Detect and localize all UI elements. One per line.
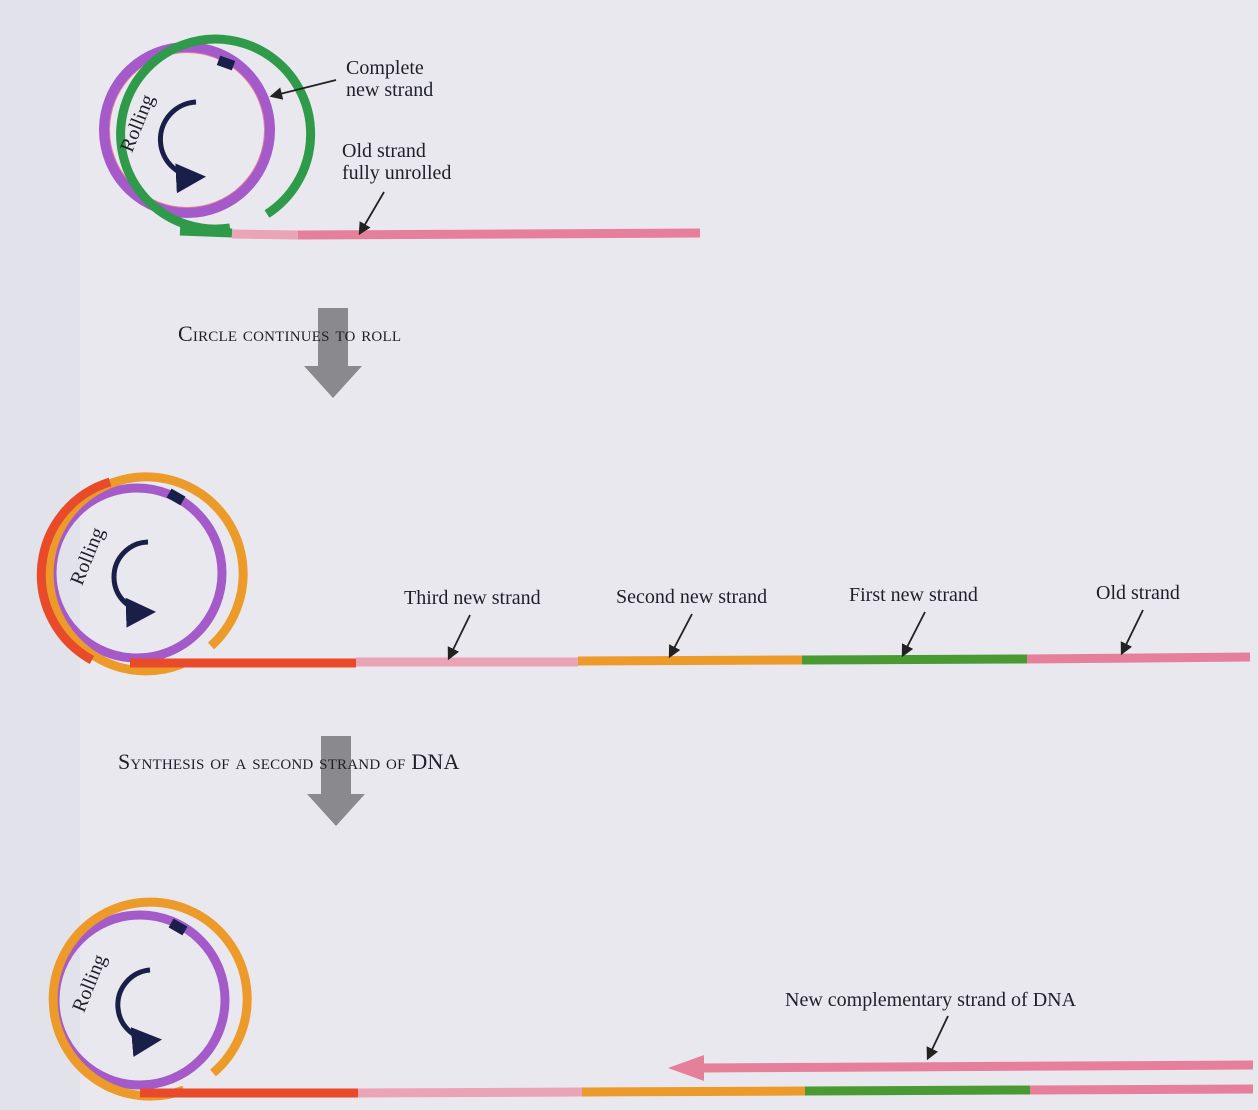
rolling-arrow-1 (158, 99, 206, 194)
step-2-label: Synthesis of a second strand of DNA (118, 749, 460, 774)
complementary-strand (697, 1060, 1254, 1073)
panel-2 (36, 472, 1251, 676)
pointer-first (901, 611, 926, 658)
second-new-strand-label: Second new strand (616, 586, 768, 608)
origin-marker-2 (166, 488, 186, 506)
tail-light-pink-1 (231, 229, 299, 240)
origin-marker-1 (216, 55, 236, 71)
pointer-second (668, 613, 693, 659)
tail-seg-old-2 (1026, 652, 1251, 664)
pointer-old (1120, 609, 1144, 656)
tail-seg-green-3 (804, 1085, 1031, 1096)
rolling-arrow-2 (111, 539, 156, 628)
panel-1 (99, 34, 701, 240)
tail-seg-orange-3 (581, 1086, 806, 1097)
step-1-label: Circle continues to roll (178, 321, 402, 346)
pointer-third (447, 614, 471, 661)
tail-seg-lightpink-3 (357, 1087, 583, 1098)
complete-new-strand-label: Complete new strand (346, 57, 434, 101)
pointer-complementary (926, 1015, 949, 1061)
tail-seg-pink-3 (1029, 1084, 1254, 1095)
rolling-arrow-3 (115, 967, 162, 1057)
pointer-old-strand-1 (358, 191, 385, 236)
tail-seg-first-2 (801, 654, 1028, 665)
old-strand-label: Old strand (1096, 582, 1180, 604)
first-new-strand-label: First new strand (849, 584, 978, 606)
panel-3 (48, 897, 1254, 1101)
new-complementary-strand-label: New complementary strand of DNA (785, 989, 1077, 1011)
pointer-complete-strand (269, 79, 337, 100)
step-arrow-2 (307, 736, 365, 826)
complementary-strand-head (668, 1055, 704, 1081)
old-strand-unrolled-label: Old strand fully unrolled (342, 140, 452, 184)
tail-green-1 (179, 226, 233, 238)
step-arrow-1 (304, 308, 362, 398)
orange-arc-3 (48, 897, 252, 1101)
tail-seg-second-2 (577, 655, 803, 666)
new-strand-arc-1 (116, 34, 316, 234)
origin-marker-3 (168, 918, 188, 936)
tail-pink-1 (297, 228, 701, 240)
red-arc-2 (36, 477, 112, 664)
third-new-strand-label: Third new strand (404, 587, 541, 609)
